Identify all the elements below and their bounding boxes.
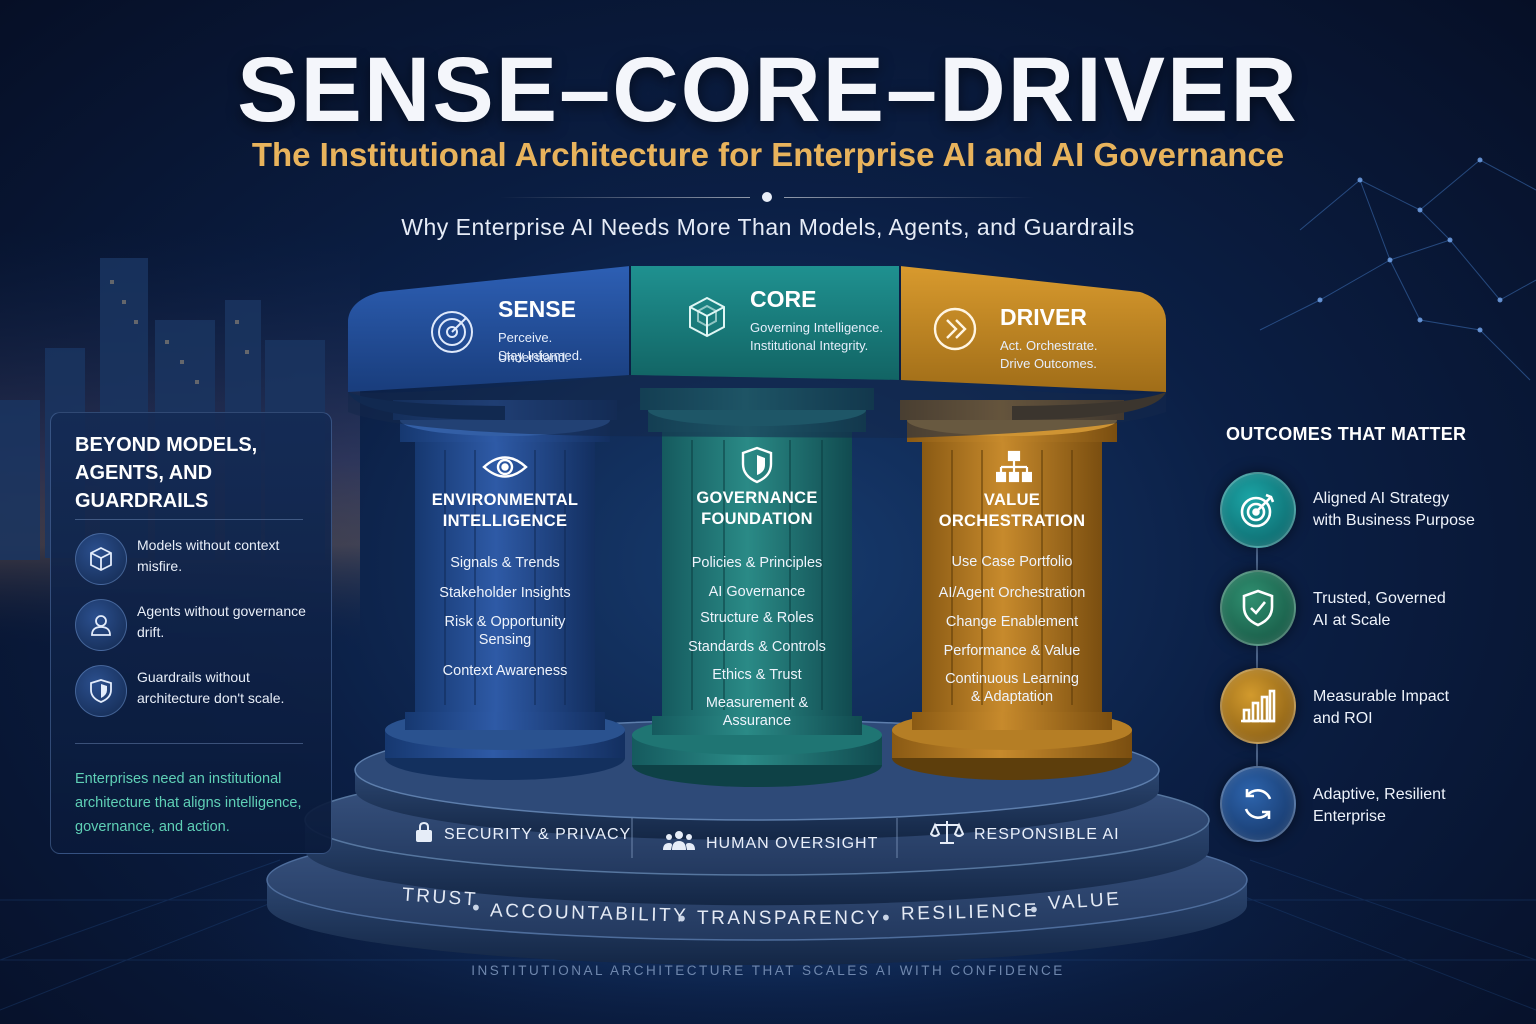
left-panel-item-text: Models without context misfire.	[137, 537, 280, 574]
pillar-core-item: Standards & Controls	[688, 639, 826, 655]
value-separator: •	[1028, 898, 1040, 922]
capital-driver-desc-2: Drive Outcomes.	[1000, 356, 1097, 371]
outcomes-title: OUTCOMES THAT MATTER	[1226, 424, 1467, 444]
capital-core-label: CORE	[750, 286, 817, 312]
pillar-sense-item: Sensing	[478, 632, 532, 648]
pillar-driver-item: Change Enablement	[945, 614, 1079, 630]
capital-sense-label: SENSE	[498, 296, 576, 322]
pillar-driver-title-2: ORCHESTRATION	[938, 512, 1086, 530]
pillar-core-item: Policies & Principles	[691, 555, 823, 571]
pillar-sense-item: Stakeholder Insights	[439, 585, 571, 601]
lock-icon	[414, 820, 434, 849]
pillar-core-shape	[632, 388, 882, 787]
pillar-driver-item: & Adaptation	[970, 689, 1054, 705]
radar-icon	[428, 308, 476, 356]
footer-tagline: INSTITUTIONAL ARCHITECTURE THAT SCALES A…	[471, 963, 1065, 978]
left-panel-item: Models without context misfire.	[75, 533, 325, 587]
people-icon	[662, 830, 696, 857]
divider-left	[500, 197, 750, 198]
pillar-driver-item: Continuous Learning	[945, 671, 1079, 687]
capital-driver-desc-1: Act. Orchestrate.	[1000, 338, 1098, 353]
outcome-item: Aligned AI Strategy with Business Purpos…	[1220, 472, 1520, 548]
value-separator: •	[880, 906, 892, 930]
left-panel-rule	[75, 519, 303, 520]
pillar-core-title-1: GOVERNANCE	[696, 489, 818, 507]
shield-check-icon	[1220, 570, 1296, 646]
outcome-text: Adaptive, Resilient Enterprise	[1313, 786, 1446, 825]
value-separator: •	[676, 907, 688, 931]
left-panel: BEYOND MODELS, AGENTS, AND GUARDRAILS Mo…	[50, 412, 332, 854]
value-value: VALUE	[1047, 888, 1122, 915]
cube-icon	[75, 533, 127, 585]
outcome-item: Measurable Impact and ROI	[1220, 668, 1520, 744]
scales-icon	[929, 818, 965, 851]
left-panel-item: Guardrails without architecture don't sc…	[75, 665, 325, 719]
pillar-driver-item: AI/Agent Orchestration	[938, 585, 1086, 601]
value-separator: •	[470, 896, 482, 920]
left-panel-item: Agents without governance drift.	[75, 599, 325, 653]
left-panel-title: BEYOND MODELS, AGENTS, AND GUARDRAILS	[75, 434, 258, 512]
bar-chart-icon	[1220, 668, 1296, 744]
capital-sense-desc-1: Perceive. Understand.	[498, 330, 569, 365]
pillar-sense-title-2: INTELLIGENCE	[442, 512, 568, 530]
left-panel-item-text: Agents without governance drift.	[137, 603, 306, 640]
pillar-driver-item: Performance & Value	[943, 643, 1081, 659]
eye-icon	[481, 452, 529, 482]
capital-driver: DRIVER Act. Orchestrate. Drive Outcomes.	[932, 302, 1142, 382]
pillar-sense-title-1: ENVIRONMENTAL	[431, 491, 579, 509]
outcome-item: Trusted, Governed AI at Scale	[1220, 570, 1520, 646]
target-icon	[1220, 472, 1296, 548]
capital-sense: SENSE Perceive. Understand. Stay Informe…	[424, 294, 624, 374]
divider-dot	[762, 192, 772, 202]
capital-ring	[348, 266, 1166, 438]
pillar-core-item: Structure & Roles	[700, 610, 814, 626]
capital-sense-desc-2: Stay Informed.	[498, 348, 583, 363]
shield-icon	[740, 446, 774, 484]
capital-core: CORE Governing Intelligence. Institution…	[684, 284, 894, 364]
base-human-oversight: HUMAN OVERSIGHT	[662, 830, 878, 857]
value-transparency: TRANSPARENCY	[697, 908, 882, 929]
pillar-core: GOVERNANCE FOUNDATION Policies & Princip…	[662, 446, 852, 736]
pillar-sense-item: Context Awareness	[442, 663, 568, 679]
outcome-text: Aligned AI Strategy with Business Purpos…	[1313, 490, 1475, 529]
pillar-sense: ENVIRONMENTAL INTELLIGENCE Signals & Tre…	[415, 452, 595, 702]
page-title: SENSE–CORE–DRIVER	[237, 39, 1299, 141]
left-panel-item-text: Guardrails without architecture don't sc…	[137, 669, 285, 706]
capital-core-desc-1: Governing Intelligence.	[750, 320, 883, 335]
capital-driver-label: DRIVER	[1000, 304, 1087, 330]
pillar-driver: VALUE ORCHESTRATION Use Case Portfolio A…	[922, 450, 1102, 710]
left-panel-rule	[75, 743, 303, 744]
tagline: Why Enterprise AI Needs More Than Models…	[401, 214, 1135, 240]
org-chart-icon	[995, 450, 1033, 484]
person-icon	[75, 599, 127, 651]
capital-core-desc-2: Institutional Integrity.	[750, 338, 869, 353]
pillar-core-title-2: FOUNDATION	[701, 510, 813, 528]
pillar-core-item: Measurement &	[705, 695, 809, 711]
outcome-text: Measurable Impact and ROI	[1313, 688, 1450, 727]
page-subtitle: The Institutional Architecture for Enter…	[251, 136, 1285, 173]
value-resilience: RESILIENCE	[900, 900, 1040, 925]
cycle-icon	[1220, 766, 1296, 842]
outcome-text: Trusted, Governed AI at Scale	[1313, 590, 1446, 629]
base-security-privacy: SECURITY & PRIVACY	[414, 820, 631, 849]
pillar-sense-item: Signals & Trends	[450, 555, 560, 571]
fast-forward-icon	[932, 306, 978, 352]
pillar-core-item: AI Governance	[708, 584, 806, 600]
shield-icon	[75, 665, 127, 717]
pillar-driver-title-1: VALUE	[983, 491, 1041, 509]
pillar-driver-item: Use Case Portfolio	[951, 554, 1073, 570]
pillar-core-item: Assurance	[722, 713, 792, 729]
outcome-item: Adaptive, Resilient Enterprise	[1220, 766, 1520, 842]
base-responsible-ai: RESPONSIBLE AI	[929, 818, 1120, 851]
pillar-sense-item: Risk & Opportunity	[444, 614, 566, 630]
left-panel-footer: Enterprises need an institutional archit…	[75, 771, 302, 835]
cube-icon	[684, 294, 730, 340]
pillar-core-item: Ethics & Trust	[712, 667, 802, 683]
